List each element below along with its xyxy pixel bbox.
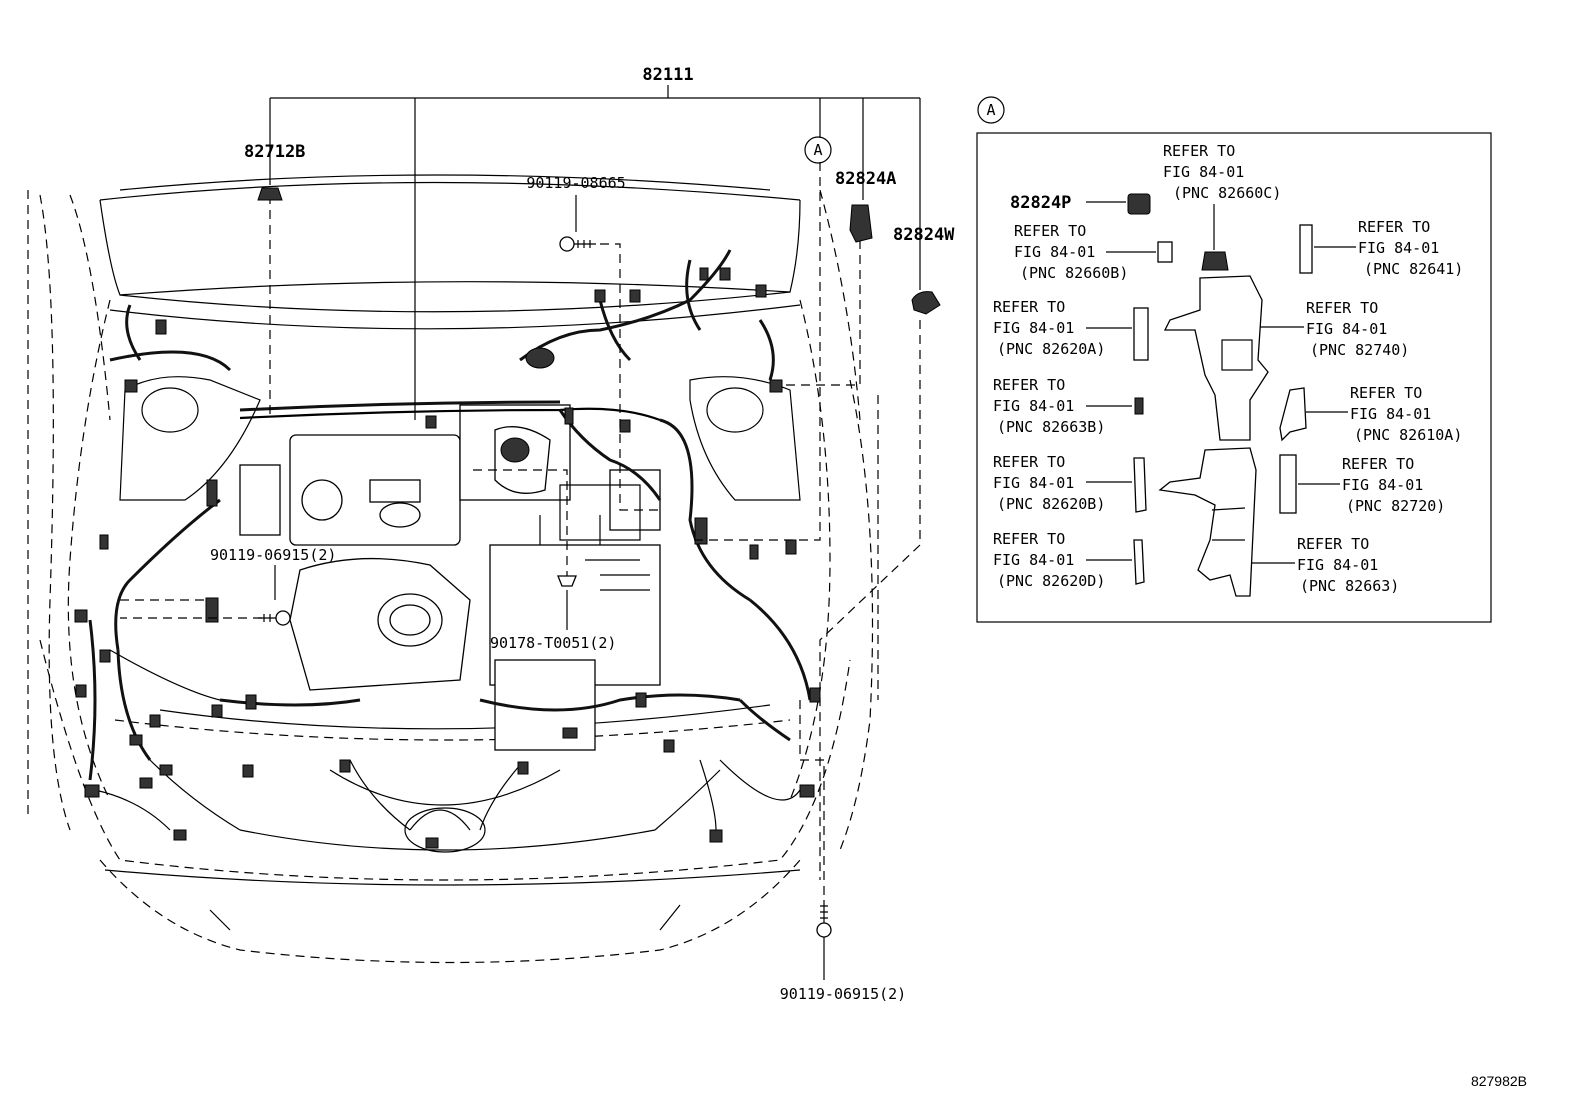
cover-82824w-part: [911, 291, 941, 315]
svg-text:FIG 84-01: FIG 84-01: [1297, 556, 1378, 574]
svg-text:FIG 84-01: FIG 84-01: [993, 319, 1074, 337]
svg-text:(PNC 82663B): (PNC 82663B): [997, 418, 1105, 436]
svg-text:(PNC 82663): (PNC 82663): [1300, 577, 1399, 595]
svg-text:REFER TO: REFER TO: [1306, 299, 1378, 317]
ref-82660b: REFER TO FIG 84-01 (PNC 82660B): [1014, 222, 1173, 282]
label-90119-08665: 90119-08665: [526, 174, 625, 192]
label-82824w: 82824W: [893, 225, 955, 245]
svg-text:(PNC 82720): (PNC 82720): [1346, 497, 1445, 515]
svg-text:(PNC 82641): (PNC 82641): [1364, 260, 1463, 278]
ref-82663b: REFER TO FIG 84-01 (PNC 82663B): [993, 376, 1144, 436]
svg-text:REFER TO: REFER TO: [1163, 142, 1235, 160]
fasteners: [257, 187, 941, 938]
svg-text:FIG 84-01: FIG 84-01: [993, 474, 1074, 492]
ref-82663: REFER TO FIG 84-01 (PNC 82663): [1158, 447, 1399, 597]
svg-text:(PNC 82610A): (PNC 82610A): [1354, 426, 1462, 444]
svg-text:FIG 84-01: FIG 84-01: [993, 397, 1074, 415]
svg-text:REFER TO: REFER TO: [1297, 535, 1369, 553]
inset-a: A 82824P REFER TO FIG 84-01 (PNC 82660C)…: [976, 96, 1492, 623]
svg-text:(PNC 82660C): (PNC 82660C): [1173, 184, 1281, 202]
bolt-bottom-part: [816, 922, 832, 938]
svg-text:(PNC 82620B): (PNC 82620B): [997, 495, 1105, 513]
ref-82620b: REFER TO FIG 84-01 (PNC 82620B): [993, 453, 1147, 513]
label-82824p: 82824P: [1010, 193, 1071, 213]
label-82712b: 82712B: [244, 142, 305, 162]
svg-text:FIG 84-01: FIG 84-01: [1014, 243, 1095, 261]
svg-text:REFER TO: REFER TO: [993, 453, 1065, 471]
svg-text:REFER TO: REFER TO: [1342, 455, 1414, 473]
svg-text:(PNC 82660B): (PNC 82660B): [1020, 264, 1128, 282]
inset-marker: A: [986, 101, 995, 119]
ref-82610a: REFER TO FIG 84-01 (PNC 82610A): [1279, 384, 1462, 444]
svg-text:FIG 84-01: FIG 84-01: [1350, 405, 1431, 423]
figure-id: 827982B: [1471, 1073, 1527, 1089]
bolt-top-part: [559, 236, 575, 252]
svg-text:FIG 84-01: FIG 84-01: [1358, 239, 1439, 257]
svg-text:REFER TO: REFER TO: [1358, 218, 1430, 236]
ref-82620d: REFER TO FIG 84-01 (PNC 82620D): [993, 530, 1145, 590]
svg-text:(PNC 82620A): (PNC 82620A): [997, 340, 1105, 358]
vehicle-outline: [27, 174, 879, 964]
svg-text:FIG 84-01: FIG 84-01: [1342, 476, 1423, 494]
ref-82620a: REFER TO FIG 84-01 (PNC 82620A): [993, 298, 1149, 361]
ref-82740: REFER TO FIG 84-01 (PNC 82740): [1163, 275, 1409, 441]
ref-a-callout: A: [804, 136, 832, 164]
ref-82720: REFER TO FIG 84-01 (PNC 82720): [1279, 454, 1445, 515]
label-90119-06915-bottom: 90119-06915(2): [780, 985, 906, 1003]
leader-lines: [120, 85, 921, 980]
label-82824a: 82824A: [835, 169, 896, 189]
label-90119-06915-left: 90119-06915(2): [210, 546, 336, 564]
svg-text:REFER TO: REFER TO: [1014, 222, 1086, 240]
label-82111: 82111: [642, 65, 693, 85]
svg-text:FIG 84-01: FIG 84-01: [1163, 163, 1244, 181]
ref-a-marker: A: [813, 141, 822, 159]
harness-routing: [88, 249, 812, 841]
connectors: [74, 267, 821, 849]
bolt-left-part: [275, 610, 291, 626]
svg-text:REFER TO: REFER TO: [993, 530, 1065, 548]
ref-82641: REFER TO FIG 84-01 (PNC 82641): [1299, 218, 1463, 278]
engine-block: [239, 404, 661, 751]
ref-82660c: REFER TO FIG 84-01 (PNC 82660C): [1163, 142, 1281, 271]
svg-text:REFER TO: REFER TO: [1350, 384, 1422, 402]
svg-text:(PNC 82740): (PNC 82740): [1310, 341, 1409, 359]
clip-part: [557, 575, 577, 587]
svg-text:(PNC 82620D): (PNC 82620D): [997, 572, 1105, 590]
cover-82824a-part: [849, 204, 873, 243]
svg-text:REFER TO: REFER TO: [993, 298, 1065, 316]
label-90178-t0051: 90178-T0051(2): [490, 634, 616, 652]
svg-text:REFER TO: REFER TO: [993, 376, 1065, 394]
grommet-82712b-part: [257, 187, 283, 201]
svg-text:FIG 84-01: FIG 84-01: [993, 551, 1074, 569]
svg-text:FIG 84-01: FIG 84-01: [1306, 320, 1387, 338]
